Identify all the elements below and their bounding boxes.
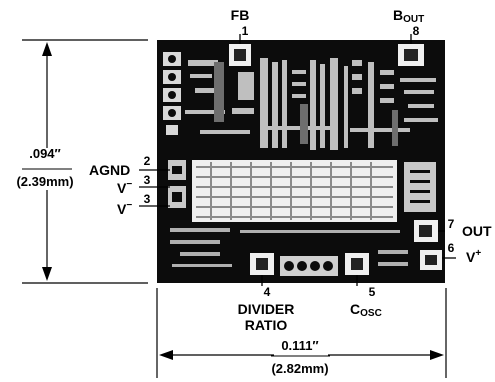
pin-3b-number: 3 (144, 192, 151, 206)
pin-7-number: 7 (448, 217, 455, 231)
pin-2-number: 2 (144, 154, 151, 168)
pin-3b-name: V− (117, 200, 132, 217)
height-inches-label: .094″ (29, 146, 61, 161)
pin-1-number: 1 (242, 24, 249, 38)
pin-8-name: BOUT (393, 7, 424, 25)
pin-3a-number: 3 (144, 173, 151, 187)
die-photo (157, 40, 445, 283)
pin-5-number: 5 (369, 285, 376, 299)
pin-5-name: COSC (350, 301, 382, 319)
pin-6-number: 6 (448, 241, 455, 255)
width-inches-label: 0.111″ (281, 338, 318, 353)
pin-2-name: AGND (89, 162, 130, 178)
pin-leaders (139, 34, 456, 286)
pin-1-name: FB (231, 7, 250, 23)
width-dimension (156, 288, 447, 378)
pin-4-name: DIVIDER (238, 301, 295, 317)
pin-6-name: V+ (466, 248, 481, 265)
pin-8-number: 8 (413, 24, 420, 38)
height-dimension (22, 39, 148, 284)
width-mm-label: (2.82mm) (271, 361, 328, 376)
height-mm-label: (2.39mm) (16, 174, 73, 189)
pin-4-name-line2: RATIO (245, 317, 288, 333)
pin-7-name: OUT (462, 223, 492, 239)
pin-3a-name: V− (117, 179, 132, 196)
pin-4-number: 4 (264, 285, 271, 299)
